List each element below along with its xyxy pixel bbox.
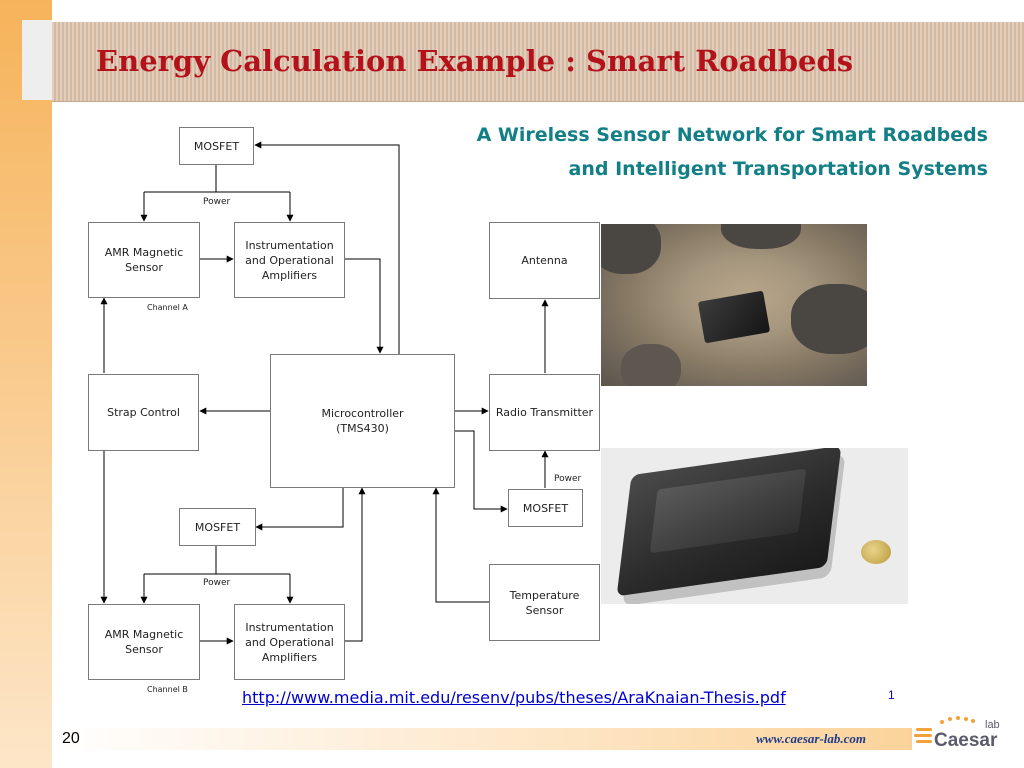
footer-website: www.caesar-lab.com <box>756 731 867 746</box>
power-label-b: Power <box>203 578 231 588</box>
sensor-package-photo <box>601 448 908 604</box>
title-band <box>52 22 1024 102</box>
mosfet-top-label: MOSFET <box>193 139 240 153</box>
amr-a-line-2: Sensor <box>125 261 163 274</box>
rock-shape <box>601 224 661 274</box>
mosfet-mid-label: MOSFET <box>194 520 241 534</box>
microcontroller-block: Microcontroller (TMS430) <box>270 354 455 488</box>
page-number: 20 <box>62 730 80 747</box>
amplifiers-b-block: Instrumentation and Operational Amplifie… <box>234 604 345 680</box>
power-label-a: Power <box>203 197 231 207</box>
radio-transmitter-block: Radio Transmitter <box>489 374 600 451</box>
antenna-label: Antenna <box>521 254 568 267</box>
left-accent-notch <box>22 20 52 100</box>
amp-a-line-1: Instrumentation <box>245 238 334 252</box>
left-accent-bar <box>0 0 52 768</box>
footer-band <box>52 728 912 750</box>
micro-line-2: (TMS430) <box>336 422 389 435</box>
mosfet-mid-block: MOSFET <box>179 508 256 546</box>
amp-b-line-1: Instrumentation <box>245 620 334 634</box>
logo-lab: lab <box>985 719 1000 731</box>
radio-transmitter-label: Radio Transmitter <box>495 406 594 419</box>
thesis-link[interactable]: http://www.media.mit.edu/resenv/pubs/the… <box>242 688 786 707</box>
amr-sensor-a-block: AMR Magnetic Sensor <box>88 222 200 298</box>
rock-shape <box>721 224 801 249</box>
roadbed-sensor-photo <box>601 224 867 386</box>
amr-a-line-1: AMR Magnetic <box>104 246 184 259</box>
caesar-logo-icon <box>914 716 975 743</box>
amr-sensor-b-block: AMR Magnetic Sensor <box>88 604 200 680</box>
amplifiers-a-block: Instrumentation and Operational Amplifie… <box>234 222 345 298</box>
strap-control-label: Strap Control <box>107 406 180 419</box>
subtitle-line-2: and Intelligent Transportation Systems <box>568 158 988 180</box>
temperature-sensor-block: Temperature Sensor <box>489 564 600 641</box>
antenna-block: Antenna <box>489 222 600 299</box>
mosfet-right-label: MOSFET <box>522 501 569 515</box>
link-marker: 1 <box>888 688 895 702</box>
power-label-right: Power <box>554 474 582 484</box>
subtitle: A Wireless Sensor Network for Smart Road… <box>388 118 988 186</box>
amp-b-line-2: and Operational <box>245 635 334 649</box>
temp-line-2: Sensor <box>525 603 564 617</box>
rock-shape <box>621 344 681 386</box>
micro-line-1: Microcontroller <box>321 407 404 420</box>
mosfet-right-block: MOSFET <box>508 489 583 527</box>
subtitle-line-1: A Wireless Sensor Network for Smart Road… <box>476 124 988 146</box>
strap-control-block: Strap Control <box>88 374 199 451</box>
amp-b-line-3: Amplifiers <box>261 650 318 664</box>
mosfet-top-block: MOSFET <box>179 127 254 165</box>
rock-shape <box>791 284 867 354</box>
embedded-sensor-device <box>697 290 771 344</box>
coin-for-scale <box>861 540 891 564</box>
channel-b-label: Channel B <box>147 685 188 694</box>
amr-b-line-1: AMR Magnetic <box>104 628 184 641</box>
amr-b-line-2: Sensor <box>125 643 163 656</box>
channel-a-label: Channel A <box>147 303 188 312</box>
amp-a-line-2: and Operational <box>245 253 334 267</box>
logo-name: Caesar <box>934 730 998 751</box>
temp-line-1: Temperature <box>509 588 580 602</box>
amp-a-line-3: Amplifiers <box>261 268 318 282</box>
slide-title: Energy Calculation Example : Smart Roadb… <box>96 44 854 78</box>
